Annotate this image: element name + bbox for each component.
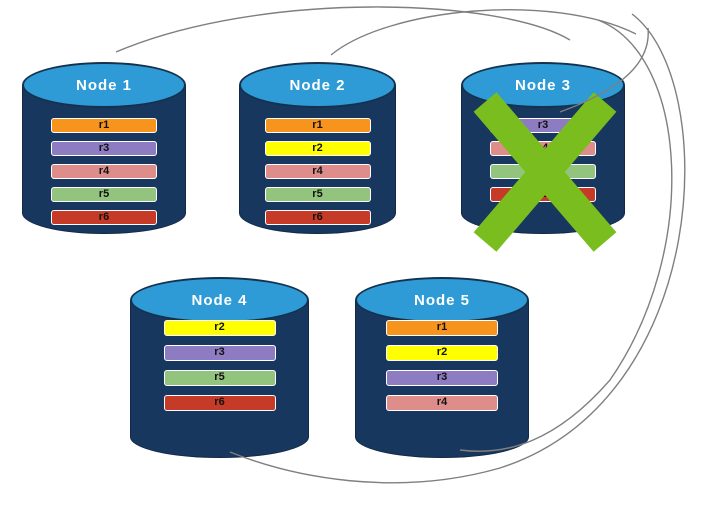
replica-bar-r5: r5	[163, 370, 276, 386]
node-title: Node 4	[191, 292, 248, 309]
node-1-replica-list: r1 r3 r4 r5 r6	[22, 118, 186, 225]
replica-bar-r3: r3	[51, 141, 157, 156]
node-5-replica-list: r1 r2 r3 r4	[355, 320, 529, 411]
node-title: Node 2	[289, 77, 346, 94]
replica-bar-r5: r5	[264, 187, 371, 202]
replica-bar-r6: r6	[51, 210, 157, 225]
replica-bar-r5: r5	[51, 187, 157, 202]
replica-bar-r3: r3	[386, 370, 498, 386]
replica-bar-r6: r6	[264, 210, 371, 225]
replica-bar-r2: r2	[264, 141, 371, 156]
node-1: Node 1 r1 r3 r4 r5 r6	[22, 62, 186, 234]
node-1-cylinder-body	[22, 85, 186, 234]
replica-bar-r1: r1	[264, 118, 371, 133]
node-title: Node 5	[413, 292, 470, 309]
replica-bar-r2: r2	[163, 320, 276, 336]
node-4-replica-list: r2 r3 r5 r6	[130, 320, 309, 411]
node-2-replica-list: r1 r2 r4 r5 r6	[239, 118, 396, 225]
replica-bar-r4: r4	[264, 164, 371, 179]
replica-bar-r4: r4	[386, 395, 498, 411]
node-1-cylinder-top	[22, 62, 186, 108]
failure-x-icon	[473, 92, 617, 252]
replica-bar-r2: r2	[386, 345, 498, 361]
replica-bar-r1: r1	[386, 320, 498, 336]
replica-bar-r1: r1	[51, 118, 157, 133]
replica-bar-r4: r4	[51, 164, 157, 179]
replica-bar-r3: r3	[163, 345, 276, 361]
arrow-to-node-2	[330, 9, 637, 56]
node-5: Node 5 r1 r2 r3 r4	[355, 277, 529, 458]
node-title: Node 1	[75, 77, 132, 94]
node-4: Node 4 r2 r3 r5 r6	[130, 277, 309, 458]
arrow-to-node-1	[115, 6, 571, 53]
node-2: Node 2 r1 r2 r4 r5 r6	[239, 62, 396, 234]
replica-bar-r6: r6	[163, 395, 276, 411]
